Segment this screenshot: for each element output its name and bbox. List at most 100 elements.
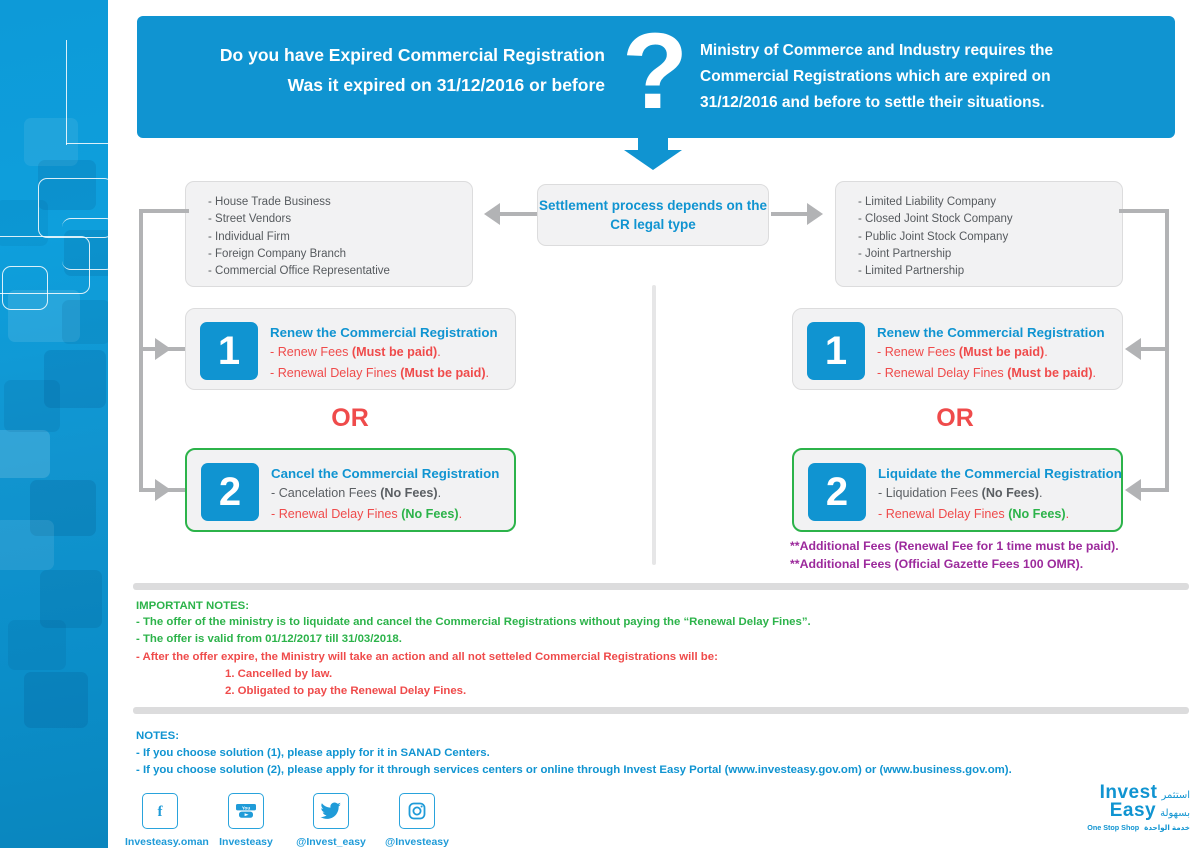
- deco-outline: [62, 218, 108, 270]
- right-option2-title: Liquidate the Commercial Registration: [878, 466, 1122, 481]
- important-notes-numbered-item: 1. Cancelled by law.: [225, 668, 333, 680]
- deco-square: [40, 570, 102, 628]
- important-notes-heading: IMPORTANT NOTES:: [136, 600, 250, 612]
- right-option1-line2: - Renewal Delay Fines (Must be paid).: [877, 363, 1114, 384]
- right-trunk-top: [1119, 209, 1169, 213]
- logo-line1: Invest: [1099, 782, 1158, 803]
- header-statement-text: Ministry of Commerce and Industry requir…: [700, 42, 1054, 111]
- connector-center-to-right: [771, 212, 807, 216]
- deco-outline: [38, 178, 108, 238]
- text-bold: (No Fees): [380, 486, 438, 500]
- right-option1-line1: - Renew Fees (Must be paid).: [877, 342, 1114, 363]
- twitter-icon[interactable]: [313, 793, 349, 829]
- deco-outline: [2, 266, 48, 310]
- header-question-line2: Was it expired on 31/12/2016 or before: [287, 75, 605, 95]
- sidebar-edge: [108, 0, 111, 848]
- deco-square: [24, 672, 88, 728]
- question-mark-icon: ?: [622, 10, 688, 131]
- youtube-icon[interactable]: You: [228, 793, 264, 829]
- deco-square: [8, 290, 80, 342]
- text-bold: (Must be paid): [958, 345, 1045, 359]
- text-bold: (No Fees): [1008, 507, 1066, 521]
- left-option1-title: Renew the Commercial Registration: [270, 325, 498, 340]
- separator-line: [133, 583, 1189, 590]
- left-type-item: - House Trade Business: [208, 196, 331, 208]
- instagram-icon[interactable]: [399, 793, 435, 829]
- additional-fees-note: **Additional Fees (Renewal Fee for 1 tim…: [790, 537, 1190, 573]
- deco-square: [30, 480, 96, 536]
- left-option2-line2: - Renewal Delay Fines (No Fees).: [271, 504, 506, 525]
- social-twitter[interactable]: @Invest_easy: [296, 793, 366, 848]
- important-notes-line: - After the offer expire, the Ministry w…: [136, 651, 718, 663]
- right-type-item: - Joint Partnership: [858, 247, 952, 260]
- arrow-right-icon: [155, 338, 171, 360]
- text: .: [1092, 366, 1097, 380]
- text: - Renewal Delay Fines: [271, 507, 402, 521]
- left-option2-card: 2 Cancel the Commercial Registration - C…: [185, 448, 516, 532]
- right-legal-types-box: - Limited Liability Company - Closed Joi…: [835, 181, 1123, 287]
- header-banner: [137, 16, 1175, 138]
- deco-square: [62, 300, 108, 344]
- text-bold: (Must be paid): [351, 345, 438, 359]
- notes-line: - If you choose solution (1), please app…: [136, 747, 490, 759]
- deco-square: [24, 118, 78, 166]
- left-option2-title: Cancel the Commercial Registration: [271, 466, 500, 481]
- right-option2-card: 2 Liquidate the Commercial Registration …: [792, 448, 1123, 532]
- connector-center-to-left: [500, 212, 537, 216]
- right-type-item: - Public Joint Stock Company: [858, 230, 1009, 243]
- text: .: [1044, 345, 1048, 359]
- left-type-item: - Commercial Office Representative: [208, 265, 390, 278]
- deco-outline: [66, 143, 108, 144]
- logo-line2: Easy: [1109, 800, 1157, 821]
- right-or-label: OR: [936, 404, 974, 432]
- text: - Renewal Delay Fines: [877, 366, 1008, 380]
- right-type-item: - Closed Joint Stock Company: [858, 213, 1013, 226]
- text: .: [437, 345, 441, 359]
- settlement-process-label: Settlement process depends on the CR leg…: [538, 198, 768, 232]
- text-bold: (Must be paid): [400, 366, 486, 380]
- text: - Renew Fees: [270, 345, 352, 359]
- text: .: [1065, 507, 1070, 521]
- left-option2-number: 2: [201, 463, 259, 521]
- text-bold: (No Fees): [981, 486, 1040, 500]
- deco-outline: [0, 236, 90, 294]
- text: - Renewal Delay Fines: [270, 366, 401, 380]
- deco-square: [38, 160, 96, 210]
- invest-easy-logo: Invest استثمر Easy بسهولة One Stop Shop …: [1072, 782, 1191, 840]
- logo-tagline-arabic: خدمة الواحدة: [1144, 823, 1190, 832]
- right-option1-title: Renew the Commercial Registration: [877, 325, 1105, 340]
- separator-line: [133, 707, 1189, 714]
- social-youtube-label: Investeasy: [219, 836, 273, 848]
- text: - Cancelation Fees: [271, 486, 381, 500]
- right-type-item: - Limited Liability Company: [858, 196, 997, 208]
- facebook-icon[interactable]: f: [142, 793, 178, 829]
- social-twitter-label: @Invest_easy: [296, 836, 366, 848]
- deco-square: [8, 620, 66, 670]
- left-option1-line1: - Renew Fees (Must be paid).: [270, 342, 507, 363]
- text-bold: (Must be paid): [1007, 366, 1093, 380]
- text: .: [437, 486, 442, 500]
- right-option1-card: 1 Renew the Commercial Registration - Re…: [792, 308, 1123, 390]
- arrow-right-icon: [155, 479, 171, 501]
- important-notes-line: - The offer is valid from 01/12/2017 til…: [136, 633, 402, 645]
- social-facebook-label: Investeasy.oman: [125, 836, 209, 848]
- svg-text:You: You: [242, 806, 251, 811]
- additional-fees-line1: **Additional Fees (Renewal Fee for 1 tim…: [790, 539, 1119, 553]
- left-or-label: OR: [331, 404, 369, 432]
- social-youtube[interactable]: You Investeasy: [211, 793, 281, 848]
- social-instagram[interactable]: @Investeasy: [382, 793, 452, 848]
- right-option1-number: 1: [807, 322, 865, 380]
- logo-arabic1: استثمر: [1161, 790, 1191, 801]
- arrow-left-icon: [1125, 479, 1141, 501]
- right-branch-option1: [1133, 347, 1169, 351]
- right-type-item: - Limited Partnership: [858, 265, 965, 278]
- additional-fees-line2: **Additional Fees (Official Gazette Fees…: [790, 557, 1084, 571]
- important-notes-numbered-item: 2. Obligated to pay the Renewal Delay Fi…: [225, 685, 467, 697]
- deco-square: [0, 200, 48, 246]
- left-option1-card: 1 Renew the Commercial Registration - Re…: [185, 308, 516, 390]
- decorative-sidebar: [0, 0, 108, 848]
- social-instagram-label: @Investeasy: [385, 836, 449, 848]
- vertical-divider: [652, 285, 656, 565]
- notes-line: - If you choose solution (2), please app…: [136, 764, 1012, 776]
- social-facebook[interactable]: f Investeasy.oman: [125, 793, 209, 848]
